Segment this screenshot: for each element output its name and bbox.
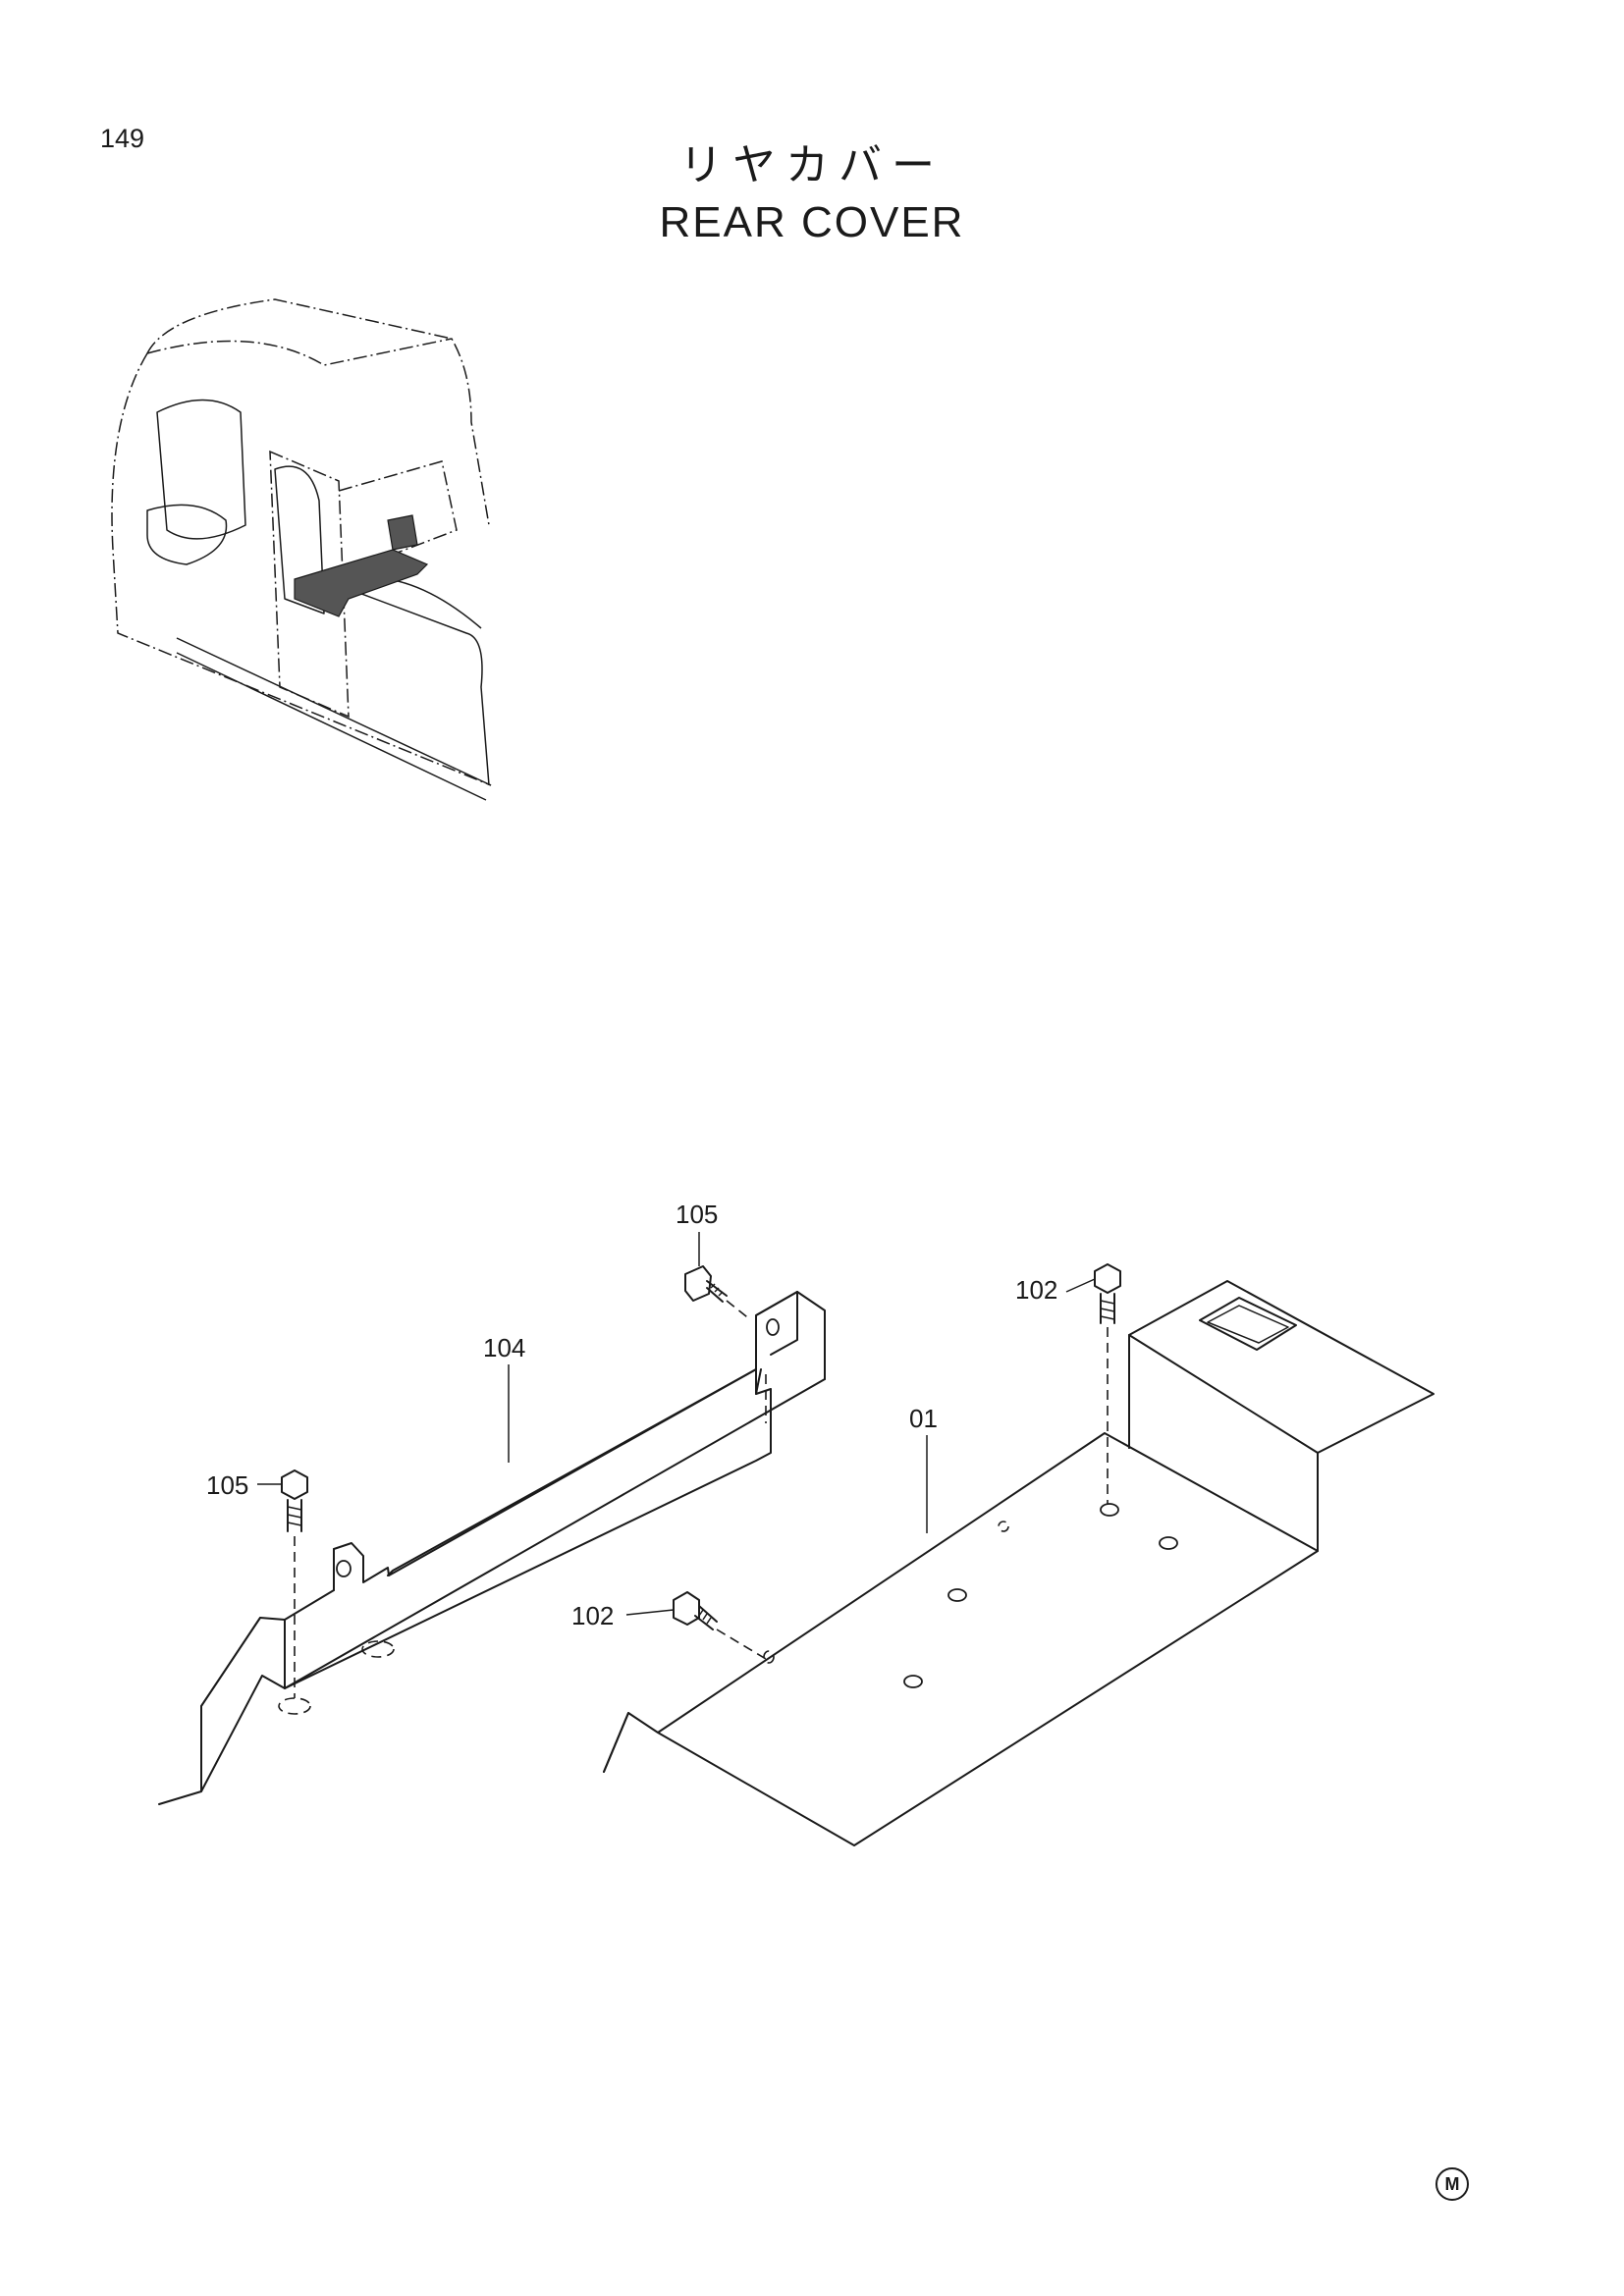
cab-side-window xyxy=(146,504,228,565)
callout-105-left: 105 xyxy=(206,1470,248,1500)
part-104 xyxy=(158,1291,826,1805)
part-01 xyxy=(603,1280,1435,1846)
cab-roof xyxy=(146,338,453,366)
callout-102-bottom: 102 xyxy=(571,1601,614,1630)
page-title-jp: リヤカバー xyxy=(679,140,945,190)
location-highlight xyxy=(294,549,429,617)
m-mark: M xyxy=(1435,2167,1469,2201)
bolt-102-top xyxy=(1094,1263,1121,1504)
cab-rear-window xyxy=(338,460,458,570)
cab-door xyxy=(269,450,350,719)
bolt-102-bottom xyxy=(673,1591,767,1660)
cab-outline xyxy=(111,298,492,786)
page-number: 149 xyxy=(100,124,145,153)
location-inset xyxy=(111,298,492,801)
cab-body-line xyxy=(176,588,492,801)
leader-lines xyxy=(257,1232,1096,1616)
callout-105-top: 105 xyxy=(676,1200,718,1229)
bolt-105-left xyxy=(281,1469,308,1698)
title-block: リヤカバー REAR COVER xyxy=(0,137,1624,251)
bolt-105-top xyxy=(684,1265,752,1321)
callout-01: 01 xyxy=(909,1404,938,1433)
location-highlight-rear xyxy=(387,514,418,551)
page-title-en: REAR COVER xyxy=(659,198,965,246)
callout-102-top: 102 xyxy=(1015,1275,1057,1305)
callout-104: 104 xyxy=(483,1333,525,1362)
cab-front-window xyxy=(156,399,246,540)
